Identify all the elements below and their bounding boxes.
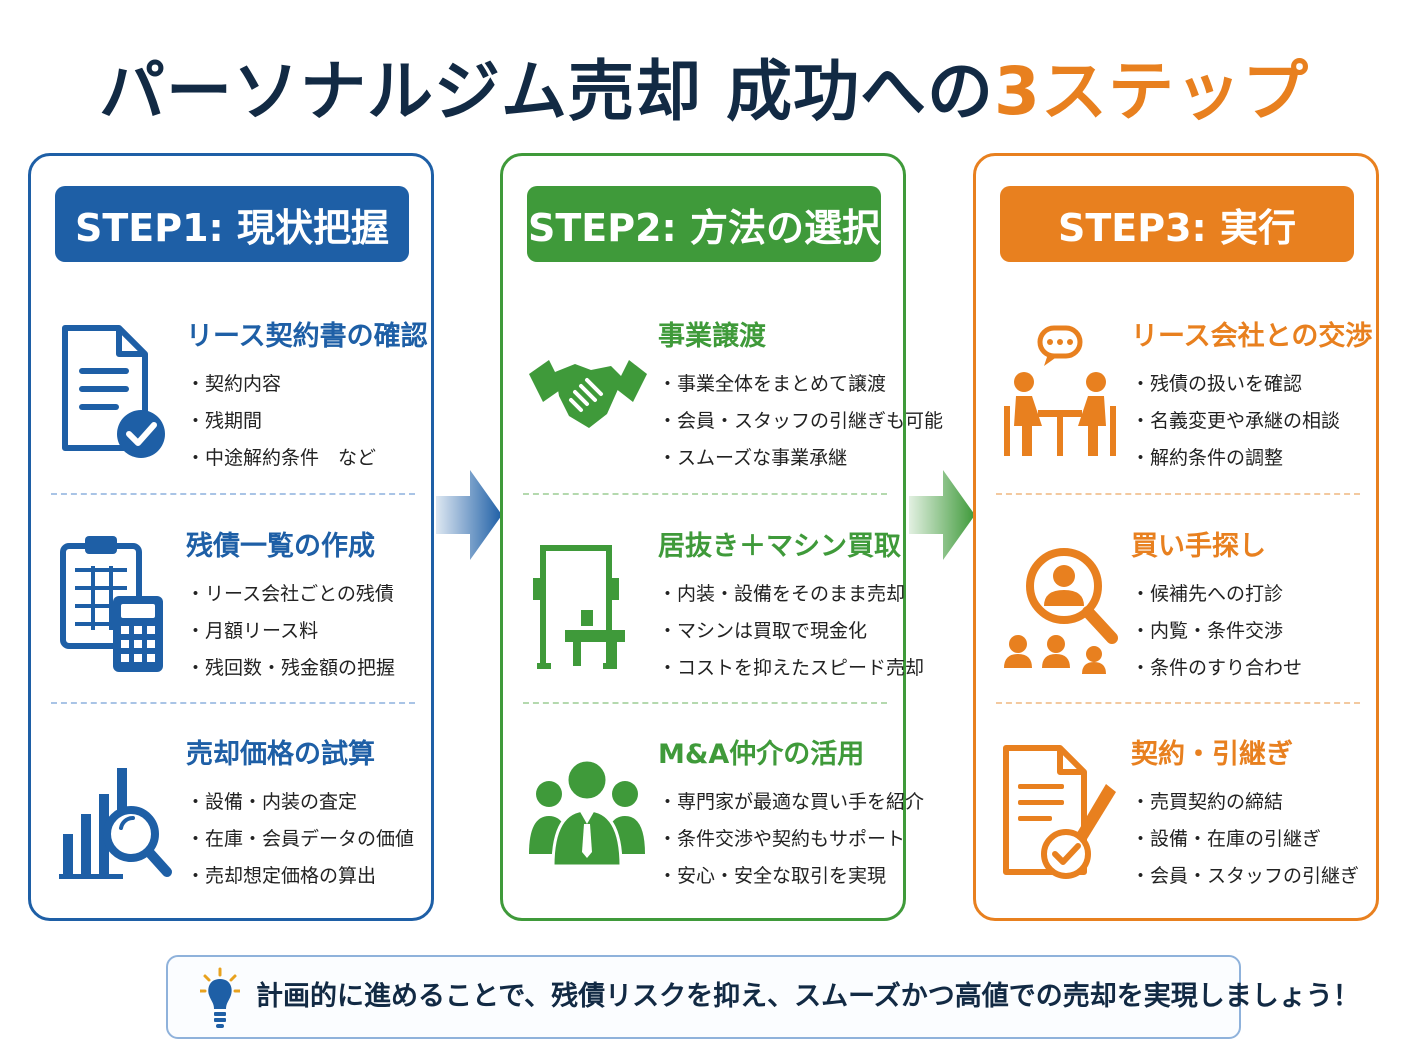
bullet-item: 月額リース料 bbox=[186, 613, 395, 650]
bullet-list: 残債の扱いを確認 名義変更や承継の相談 解約条件の調整 bbox=[1131, 366, 1340, 477]
negotiation-meeting-icon bbox=[1004, 325, 1116, 456]
handshake-icon bbox=[529, 360, 647, 428]
step2-section-business-transfer: 事業譲渡 事業全体をまとめて譲渡 会員・スタッフの引継ぎも可能 スムーズな事業承… bbox=[503, 304, 943, 494]
bullet-list: 契約内容 残期間 中途解約条件 など bbox=[186, 366, 376, 477]
bullet-item: 在庫・会員データの価値 bbox=[186, 821, 414, 858]
section-divider bbox=[996, 702, 1360, 704]
bullet-item: 残期間 bbox=[186, 403, 376, 440]
lightbulb-icon bbox=[200, 967, 240, 1028]
bullet-item: 条件交渉や契約もサポート bbox=[658, 821, 924, 858]
bullet-list: 設備・内装の査定 在庫・会員データの価値 売却想定価格の算出 bbox=[186, 784, 414, 895]
bullet-item: 解約条件の調整 bbox=[1131, 440, 1340, 477]
section-title: 残債一覧の作成 bbox=[186, 531, 375, 562]
clipboard-calculator-icon bbox=[60, 536, 163, 672]
bullet-item: 設備・在庫の引継ぎ bbox=[1131, 821, 1359, 858]
contract-pen-icon bbox=[1003, 745, 1116, 879]
bullet-list: 事業全体をまとめて譲渡 会員・スタッフの引継ぎも可能 スムーズな事業承継 bbox=[658, 366, 943, 477]
bullet-item: 条件のすり合わせ bbox=[1131, 650, 1302, 687]
section-title: M&A仲介の活用 bbox=[658, 739, 865, 770]
section-title: 居抜き＋マシン買取 bbox=[658, 531, 901, 562]
gym-machine-icon bbox=[533, 545, 625, 669]
step3-section-buyer-search: 買い手探し 候補先への打診 内覧・条件交渉 条件のすり合わせ bbox=[976, 514, 1376, 704]
step3-header: STEP3: 実行 bbox=[1000, 186, 1354, 262]
bullet-item: リース会社ごとの残債 bbox=[186, 576, 395, 613]
step2-card: STEP2: 方法の選択 事業譲渡 事業全体をまとめて譲渡 会員・スタッフの引継… bbox=[500, 153, 943, 921]
step1-section-price-estimate: 売却価格の試算 設備・内装の査定 在庫・会員データの価値 売却想定価格の算出 bbox=[31, 722, 431, 912]
bullet-item: 名義変更や承継の相談 bbox=[1131, 403, 1340, 440]
bullet-list: 専門家が最適な買い手を紹介 条件交渉や契約もサポート 安心・安全な取引を実現 bbox=[658, 784, 924, 895]
bullet-item: 残回数・残金額の把握 bbox=[186, 650, 395, 687]
bullet-list: リース会社ごとの残債 月額リース料 残回数・残金額の把握 bbox=[186, 576, 395, 687]
bullet-list: 内装・設備をそのまま売却 マシンは買取で現金化 コストを抑えたスピード売却 bbox=[658, 576, 924, 687]
bullet-item: 専門家が最適な買い手を紹介 bbox=[658, 784, 924, 821]
bullet-item: 内覧・条件交渉 bbox=[1131, 613, 1302, 650]
section-divider bbox=[523, 493, 887, 495]
section-title: 買い手探し bbox=[1131, 531, 1266, 562]
section-title: 売却価格の試算 bbox=[186, 739, 375, 770]
section-divider bbox=[523, 702, 887, 704]
section-divider bbox=[996, 493, 1360, 495]
step3-section-contract-handover: 契約・引継ぎ 売買契約の締結 設備・在庫の引継ぎ 会員・スタッフの引継ぎ bbox=[976, 722, 1376, 912]
document-check-icon bbox=[62, 325, 165, 458]
section-title: リース契約書の確認 bbox=[186, 321, 428, 352]
business-people-icon bbox=[529, 758, 645, 868]
section-title: リース会社との交渉 bbox=[1131, 321, 1373, 352]
bullet-item: 設備・内装の査定 bbox=[186, 784, 414, 821]
bullet-item: マシンは買取で現金化 bbox=[658, 613, 924, 650]
section-divider bbox=[51, 702, 415, 704]
bullet-list: 候補先への打診 内覧・条件交渉 条件のすり合わせ bbox=[1131, 576, 1302, 687]
step2-section-equipment-buyout: 居抜き＋マシン買取 内装・設備をそのまま売却 マシンは買取で現金化 コストを抑え… bbox=[503, 514, 924, 704]
bullet-item: 契約内容 bbox=[186, 366, 376, 403]
bullet-item: 会員・スタッフの引継ぎ bbox=[1131, 858, 1359, 895]
bullet-item: 残債の扱いを確認 bbox=[1131, 366, 1340, 403]
arrow-right-icon bbox=[436, 470, 502, 560]
title-main: パーソナルジム売却 成功への bbox=[99, 53, 995, 130]
step1-section-lease-contract: リース契約書の確認 契約内容 残期間 中途解約条件 など bbox=[31, 304, 431, 494]
step1-header: STEP1: 現状把握 bbox=[55, 186, 409, 262]
bullet-item: 売買契約の締結 bbox=[1131, 784, 1359, 821]
bullet-item: 事業全体をまとめて譲渡 bbox=[658, 366, 943, 403]
step1-card: STEP1: 現状把握 リース契約書の確認 契約内容 残期間 中途解約条件 など bbox=[28, 153, 434, 921]
footer-message: 計画的に進めることで、残債リスクを抑え、スムーズかつ高値での売却を実現しましょう… bbox=[256, 981, 1360, 1012]
step1-section-debt-list: 残債一覧の作成 リース会社ごとの残債 月額リース料 残回数・残金額の把握 bbox=[31, 514, 431, 704]
arrow-right-icon bbox=[909, 470, 975, 560]
person-search-icon bbox=[1004, 548, 1118, 674]
section-title: 契約・引継ぎ bbox=[1131, 739, 1293, 770]
chart-magnifier-icon bbox=[59, 768, 172, 879]
step3-card: STEP3: 実行 リース会社との交渉 残債の扱いを確認 名義変更や承継の相談 … bbox=[973, 153, 1379, 921]
bullet-item: 会員・スタッフの引継ぎも可能 bbox=[658, 403, 943, 440]
step2-section-ma-advisory: M&A仲介の活用 専門家が最適な買い手を紹介 条件交渉や契約もサポート 安心・安… bbox=[503, 722, 924, 912]
title-accent: 3ステップ bbox=[994, 53, 1309, 130]
bullet-item: 売却想定価格の算出 bbox=[186, 858, 414, 895]
page-title: パーソナルジム売却 成功への3ステップ bbox=[0, 38, 1408, 134]
step2-header: STEP2: 方法の選択 bbox=[527, 186, 881, 262]
section-title: 事業譲渡 bbox=[658, 321, 766, 352]
bullet-item: 内装・設備をそのまま売却 bbox=[658, 576, 924, 613]
bullet-item: 中途解約条件 など bbox=[186, 440, 376, 477]
step3-section-lease-negotiation: リース会社との交渉 残債の扱いを確認 名義変更や承継の相談 解約条件の調整 bbox=[976, 304, 1376, 494]
section-divider bbox=[51, 493, 415, 495]
bullet-item: コストを抑えたスピード売却 bbox=[658, 650, 924, 687]
bullet-item: スムーズな事業承継 bbox=[658, 440, 943, 477]
bullet-item: 安心・安全な取引を実現 bbox=[658, 858, 924, 895]
bullet-item: 候補先への打診 bbox=[1131, 576, 1302, 613]
footer-banner: 計画的に進めることで、残債リスクを抑え、スムーズかつ高値での売却を実現しましょう… bbox=[166, 955, 1360, 1039]
bullet-list: 売買契約の締結 設備・在庫の引継ぎ 会員・スタッフの引継ぎ bbox=[1131, 784, 1359, 895]
